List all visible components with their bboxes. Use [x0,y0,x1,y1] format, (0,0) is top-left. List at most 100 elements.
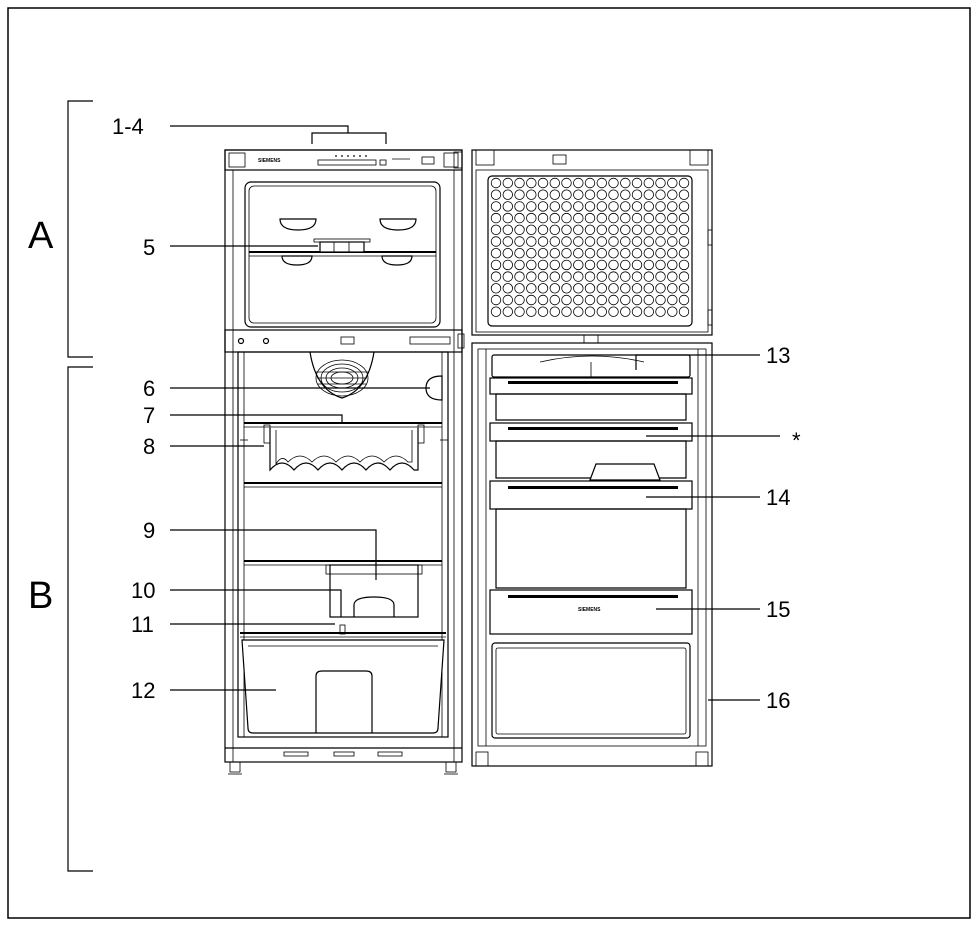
ice-pack-cell [655,189,666,200]
ice-pack-cell [537,271,549,282]
ice-pack-cell [584,189,596,200]
ice-pack-cell [537,201,549,212]
ice-pack-cell [608,306,619,317]
ice-pack-cell [631,294,643,306]
ice-pack-cell [678,189,690,200]
ice-pack-cell [549,201,561,212]
label-8: 8 [143,434,155,459]
ice-pack-cell [596,224,608,236]
ice-pack-cell [526,306,537,317]
ice-pack-cell [643,283,655,294]
ice-pack-cell [655,283,666,294]
ice-pack-cell [526,201,537,212]
ice-pack-cell [631,271,643,282]
label-13: 13 [766,343,790,368]
ice-pack-cell [667,224,678,236]
ice-pack-cell [584,212,596,224]
ice-pack-cell [678,271,690,282]
ice-pack-cell [667,306,678,317]
ice-pack-cell [620,189,631,200]
ice-pack-cell [643,224,655,236]
ice-pack-cell [620,236,631,247]
ice-pack-cell [655,212,666,224]
ice-pack-cell [502,212,514,224]
ice-pack-cell [549,294,561,306]
section-a-bracket [67,100,93,358]
ice-pack-cell [620,201,631,212]
ice-pack-cell [643,212,655,224]
ice-pack-cell [537,294,549,306]
ice-pack-cell [490,271,502,282]
ice-pack-cell [526,271,537,282]
ice-pack-cell [573,236,584,247]
drawer-brand-logo: SIEMENS [578,607,601,613]
ice-pack-cell [655,177,666,189]
ice-pack-cell [526,236,537,247]
ice-pack-cell [537,212,549,224]
ice-pack-cell [584,236,596,247]
ice-tray [319,241,365,253]
ice-pack-cell [526,259,537,271]
ice-pack-cell [596,189,608,200]
ice-pack-cell [549,224,561,236]
ice-pack-cell [678,259,690,271]
fan-housing [309,351,375,399]
ice-pack-cell [608,212,619,224]
ice-pack-cell [631,224,643,236]
ice-pack-cell [490,212,502,224]
ice-pack-cell [678,306,690,317]
ice-pack-cell [526,294,537,306]
ice-pack-cell [561,271,572,282]
door-shelf-lower [489,480,693,510]
ice-pack-cell [502,259,514,271]
ice-pack-cell [631,247,643,259]
ice-pack-cell [573,271,584,282]
ice-pack-cell [643,236,655,247]
ice-pack-cell [526,212,537,224]
ice-pack-cell [561,212,572,224]
ice-pack-cell [631,306,643,317]
ice-pack-cell [514,224,525,236]
ice-pack-cell [490,177,502,189]
ice-pack-cell [514,306,525,317]
label-7: 7 [143,403,155,428]
ice-pack-cell [678,247,690,259]
ice-pack-cell [655,236,666,247]
ice-pack-cell [620,294,631,306]
ice-pack-cell [584,271,596,282]
ice-pack-cell [537,306,549,317]
ice-pack-cell [549,271,561,282]
panel-brand-logo: SIEMENS [258,158,281,164]
ice-pack-cell [549,247,561,259]
ice-pack-cell [514,236,525,247]
ice-pack-cell [584,283,596,294]
ice-pack-cell [573,306,584,317]
ice-pack-cell [502,236,514,247]
ice-pack-cell [667,177,678,189]
ice-pack-cell [549,189,561,200]
ice-pack-cell [678,283,690,294]
ice-pack-cell [584,247,596,259]
ice-pack-cell [596,283,608,294]
ice-pack-cell [643,294,655,306]
ice-pack-cell [678,236,690,247]
ice-pack-cell [502,294,514,306]
ice-pack-cell [561,201,572,212]
ice-pack-cell [549,212,561,224]
ice-pack-cell [655,294,666,306]
ice-pack-cell [514,294,525,306]
ice-pack-cell [631,177,643,189]
leader-lines [170,125,780,701]
ice-pack-cell [608,259,619,271]
section-b-bracket [67,366,93,872]
wine-rack [269,428,419,472]
ice-pack-cell [655,224,666,236]
ice-pack-cell [620,271,631,282]
ice-pack-cell [573,259,584,271]
ice-pack-cell [620,224,631,236]
ice-pack-cell [678,224,690,236]
label-10: 10 [131,578,155,603]
label-12: 12 [131,678,155,703]
ice-pack-cell [537,259,549,271]
ice-pack-cell [667,294,678,306]
